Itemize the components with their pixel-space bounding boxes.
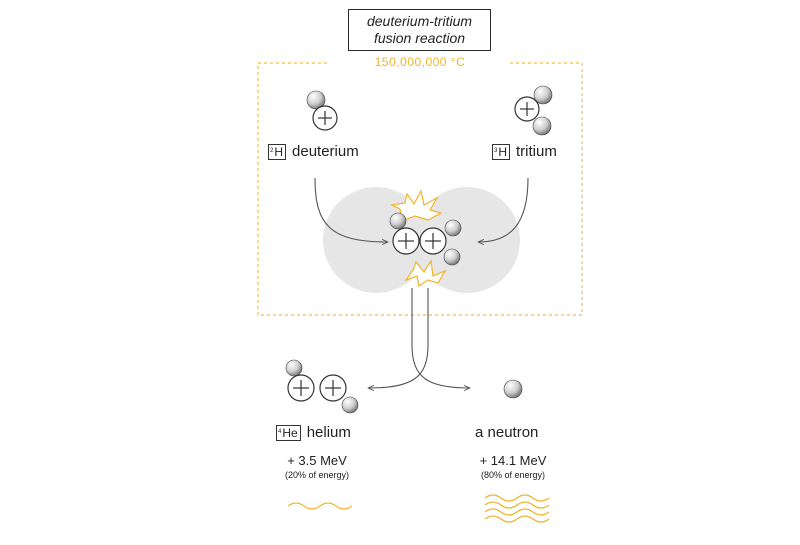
- fusion-spark-lower-icon: [404, 259, 447, 287]
- fused-nucleus: [389, 212, 462, 266]
- tritium-name: tritium: [516, 143, 557, 160]
- neutron-energy-share: (80% of energy): [480, 470, 546, 480]
- helium-energy-wave-icon: [287, 502, 353, 510]
- deuterium-name: deuterium: [292, 143, 359, 160]
- helium-symbol: 4 He: [276, 424, 301, 441]
- neutron-particle: [503, 379, 523, 399]
- title-line-1: deuterium-tritium: [366, 13, 473, 29]
- neutron-energy-waves-icon: [484, 494, 550, 523]
- title-line-2: fusion reaction: [373, 30, 466, 46]
- neutron-energy: + 14.1 MeV (80% of energy): [453, 453, 573, 480]
- helium-energy-share: (20% of energy): [284, 470, 350, 480]
- tritium-label: 3 H tritium: [492, 143, 557, 160]
- tritium-nucleus: [514, 85, 553, 136]
- helium-output-path: [368, 288, 429, 388]
- temperature-label: 150,000,000 °C: [330, 55, 510, 69]
- diagram-title: deuterium-tritium fusion reaction: [348, 9, 491, 51]
- deuterium-arrow: [314, 177, 388, 242]
- deuterium-nucleus: [306, 90, 338, 131]
- deuterium-symbol: 2 H: [268, 143, 287, 160]
- helium-name: helium: [306, 424, 351, 441]
- neutron-name: a neutron: [475, 424, 539, 441]
- deuterium-label: 2 H deuterium: [268, 143, 359, 160]
- helium-label: 4 He helium: [276, 424, 351, 441]
- tritium-symbol: 3 H: [492, 143, 511, 160]
- helium-energy-value: + 3.5 MeV: [287, 453, 347, 468]
- neutron-label: a neutron: [475, 424, 538, 441]
- neutron-output-path: [411, 288, 470, 388]
- fusion-spark-icon: [390, 189, 443, 222]
- helium-energy: + 3.5 MeV (20% of energy): [257, 453, 377, 480]
- tritium-arrow: [478, 177, 529, 242]
- neutron-energy-value: + 14.1 MeV: [479, 453, 547, 468]
- helium-nucleus: [285, 359, 359, 414]
